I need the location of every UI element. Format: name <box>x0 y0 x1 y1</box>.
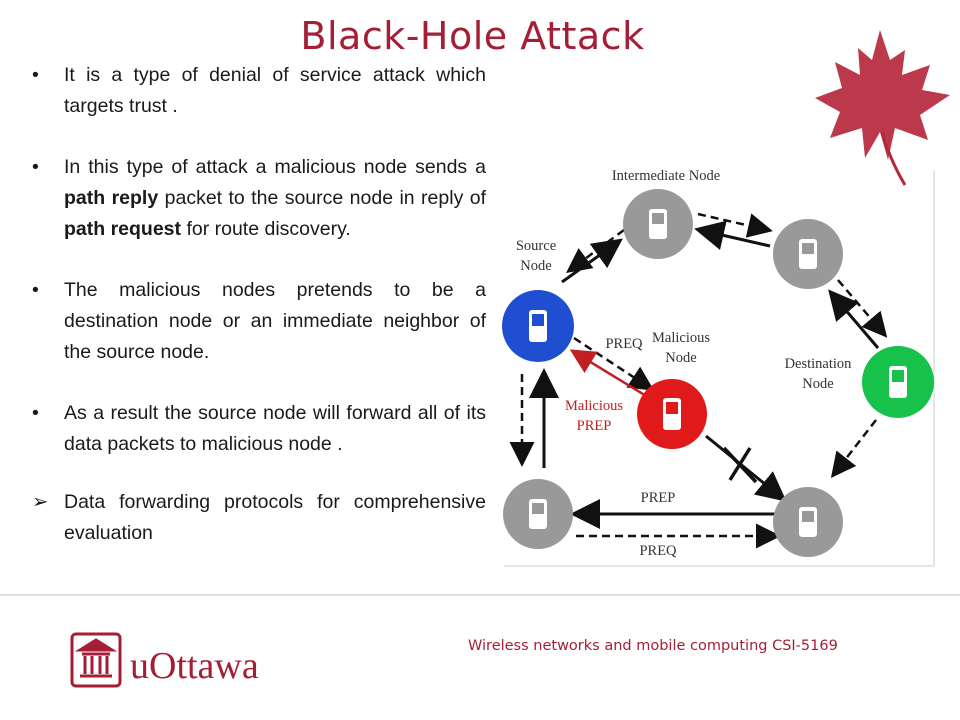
edge-intermediate-node2 <box>694 212 773 250</box>
bullet-text: It is a type of denial of service attack… <box>64 64 486 117</box>
source-node-label-line1: Source <box>516 238 556 254</box>
bullet-item: • The malicious nodes pretends to be a de… <box>30 275 486 368</box>
edge-destination-bottomright <box>830 419 877 478</box>
logo-wordmark: uOttawa <box>130 645 259 687</box>
bullet-emphasis: path reply <box>64 187 159 209</box>
bullet-text: The malicious nodes pretends to be a des… <box>64 279 486 363</box>
edge-node2-destination <box>828 279 888 349</box>
malicious-prep-label-line2: PREP <box>577 418 612 434</box>
building-icon <box>70 632 122 688</box>
bullet-text: As a result the source node will forward… <box>64 402 486 455</box>
malicious-node <box>637 379 707 449</box>
uottawa-logo: uOttawa <box>70 632 259 688</box>
bullet-marker: ➢ <box>32 491 49 513</box>
source-node <box>502 290 574 362</box>
bullet-marker: • <box>32 279 39 301</box>
maple-leaf-icon <box>815 30 950 186</box>
footer-divider <box>0 594 960 596</box>
bullet-list: • It is a type of denial of service attac… <box>30 60 486 579</box>
malicious-node-label-line2: Node <box>665 350 696 366</box>
intermediate-node <box>623 189 693 259</box>
prep-bottom-label: PREP <box>641 490 676 506</box>
bullet-emphasis: path request <box>64 218 182 240</box>
bullet-item: • It is a type of denial of service attac… <box>30 60 486 122</box>
slide-title: Black-Hole Attack <box>300 14 645 58</box>
destination-node-label-line1: Destination <box>785 356 853 372</box>
edge-bottom <box>570 499 781 549</box>
bullet-text: for route discovery. <box>181 218 351 240</box>
edge-source-intermediate <box>561 228 625 284</box>
bullet-text: In this type of attack a malicious node … <box>64 156 486 178</box>
bullet-marker: • <box>32 402 39 424</box>
destination-node <box>862 346 934 418</box>
malicious-prep-label-line1: Malicious <box>565 398 623 414</box>
bullet-marker: • <box>32 156 39 178</box>
black-hole-diagram: Intermediate Node Source Node Malicious … <box>502 168 935 567</box>
bullet-marker: • <box>32 64 39 86</box>
bullet-text: packet to the source node in reply of <box>158 187 487 209</box>
course-footer: Wireless networks and mobile computing C… <box>468 638 838 654</box>
bullet-item: • In this type of attack a malicious node… <box>30 152 486 245</box>
preq-bottom-label: PREQ <box>639 543 677 559</box>
preq-top-label: PREQ <box>605 336 643 352</box>
node-top-right <box>773 219 843 289</box>
blocked-x-icon <box>722 446 758 484</box>
edge-source-bottomleft <box>509 368 559 468</box>
intermediate-node-label: Intermediate Node <box>612 168 720 184</box>
node-bottom-left <box>503 479 573 549</box>
destination-node-label-line2: Node <box>802 376 833 392</box>
edge-source-malicious <box>569 336 657 404</box>
edge-malicious-bottomright <box>705 434 787 502</box>
bullet-item: ➢ Data forwarding protocols for comprehen… <box>30 487 486 549</box>
node-bottom-right <box>773 487 843 557</box>
bullet-item: • As a result the source node will forwar… <box>30 398 486 460</box>
source-node-label-line2: Node <box>520 258 551 274</box>
bullet-text: Data forwarding protocols for comprehens… <box>64 491 486 544</box>
malicious-node-label-line1: Malicious <box>652 330 710 346</box>
